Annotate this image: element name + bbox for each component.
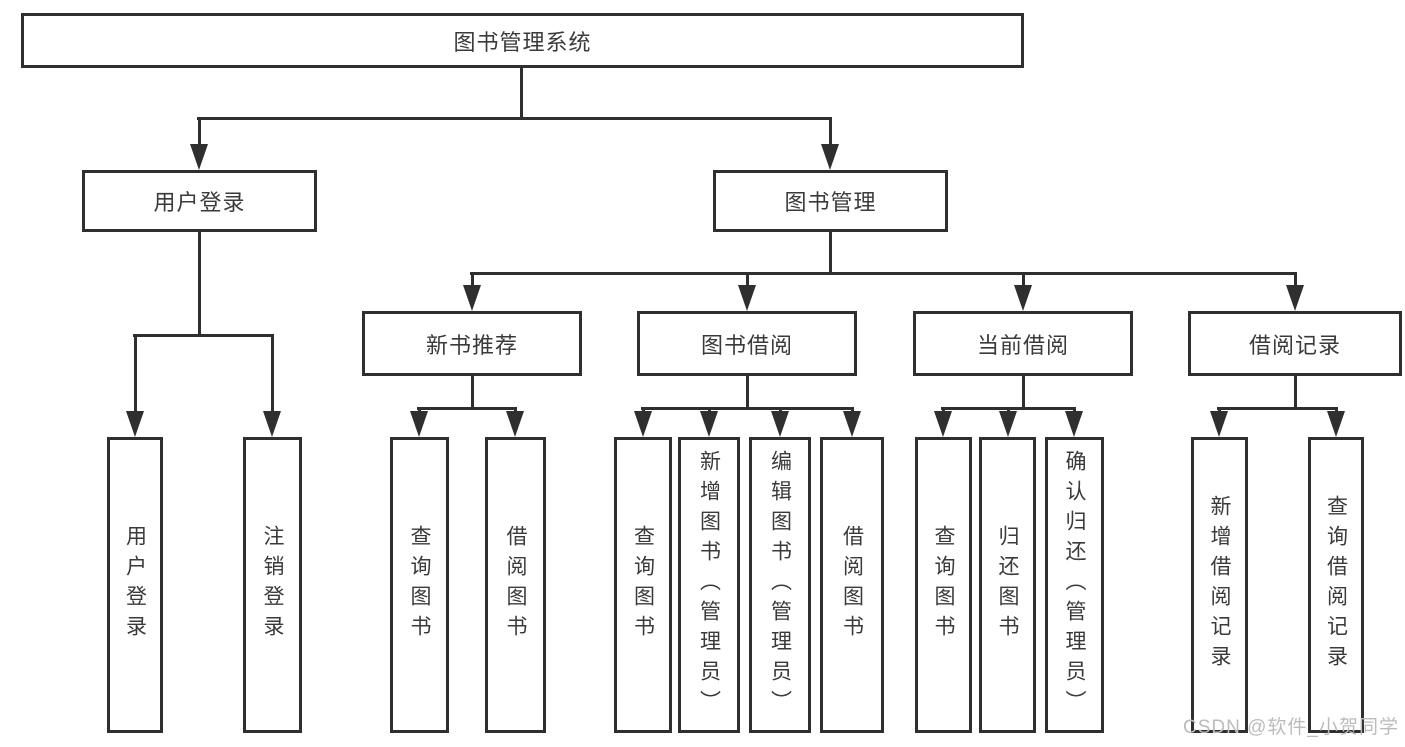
arrowhead-down-icon [1014, 285, 1032, 311]
node-leaf-query-book-3-label: 查询图书 [932, 525, 955, 645]
node-leaf-return-book-label: 归还图书 [996, 525, 1019, 645]
arrowhead-down-icon [190, 144, 208, 170]
arrowhead-down-icon [1065, 411, 1083, 437]
arrowhead-down-icon [771, 411, 789, 437]
node-book-mgmt-label: 图书管理 [784, 190, 877, 215]
arrowhead-down-icon [1286, 285, 1304, 311]
connector-line [1022, 273, 1025, 287]
node-leaf-query-book-1-label: 查询图书 [408, 525, 431, 645]
arrowhead-down-icon [934, 411, 952, 437]
connector-line [471, 376, 474, 408]
node-leaf-add-borrow-record-label: 新增借阅记录 [1208, 495, 1231, 675]
connector-line [471, 273, 474, 287]
arrowhead-down-icon [410, 411, 428, 437]
connector-line [198, 118, 201, 148]
connector-line [134, 335, 137, 411]
node-book-borrow: 图书借阅 [637, 311, 857, 376]
arrowhead-down-icon [1210, 411, 1228, 437]
node-leaf-logout-label: 注销登录 [261, 525, 284, 645]
arrowhead-down-icon [263, 411, 281, 437]
connector-line [470, 272, 1297, 275]
node-user-login-label: 用户登录 [153, 190, 246, 215]
node-leaf-add-borrow-record: 新增借阅记录 [1191, 437, 1248, 733]
connector-line [197, 117, 832, 120]
node-leaf-borrow-book-1-label: 借阅图书 [504, 525, 527, 645]
node-user-login: 用户登录 [82, 170, 317, 232]
watermark-text: CSDN @软件_小贺同学 [1183, 717, 1399, 738]
node-leaf-query-borrow-record-label: 查询借阅记录 [1324, 495, 1348, 675]
arrowhead-down-icon [843, 411, 861, 437]
node-new-book-rec-label: 新书推荐 [425, 332, 518, 358]
node-current-borrow: 当前借阅 [913, 311, 1133, 376]
node-leaf-user-login-label: 用户登录 [123, 525, 147, 645]
node-leaf-query-borrow-record: 查询借阅记录 [1308, 437, 1364, 733]
arrowhead-down-icon [634, 411, 652, 437]
connector-line [746, 376, 749, 408]
arrowhead-down-icon [700, 411, 718, 437]
arrowhead-down-icon [821, 144, 839, 170]
node-root-label: 图书管理系统 [453, 29, 592, 55]
node-new-book-rec: 新书推荐 [362, 311, 582, 376]
node-leaf-confirm-return: 确认归还（管理员） [1045, 437, 1104, 733]
connector-line [417, 407, 517, 410]
arrowhead-down-icon [126, 411, 144, 437]
connector-line [829, 118, 832, 148]
node-leaf-add-book: 新增图书（管理员） [678, 437, 740, 733]
connector-line [1294, 273, 1297, 287]
connector-line [198, 232, 201, 335]
arrowhead-down-icon [506, 411, 524, 437]
node-leaf-query-book-1: 查询图书 [390, 437, 449, 733]
connector-line [746, 273, 749, 287]
connector-line [520, 68, 523, 118]
connector-line [641, 407, 854, 410]
node-leaf-borrow-book-2: 借阅图书 [820, 437, 884, 733]
connector-line [1294, 376, 1297, 408]
connector-line [133, 334, 274, 337]
node-leaf-query-book-2: 查询图书 [614, 437, 672, 733]
connector-line [1217, 407, 1338, 410]
node-book-borrow-label: 图书借阅 [700, 332, 793, 358]
node-leaf-borrow-book-1: 借阅图书 [485, 437, 546, 733]
arrowhead-down-icon [1327, 411, 1345, 437]
arrowhead-down-icon [463, 285, 481, 311]
connector-line [829, 232, 832, 273]
node-current-borrow-label: 当前借阅 [976, 332, 1069, 358]
node-leaf-edit-book: 编辑图书（管理员） [749, 437, 811, 733]
node-leaf-logout: 注销登录 [243, 437, 302, 733]
node-leaf-query-book-3: 查询图书 [915, 437, 972, 733]
node-leaf-user-login: 用户登录 [107, 437, 163, 733]
connector-line [1022, 376, 1025, 408]
node-leaf-confirm-return-label: 确认归还（管理员） [1063, 450, 1086, 720]
node-leaf-add-book-label: 新增图书（管理员） [697, 450, 721, 720]
connector-line [271, 335, 274, 411]
node-book-mgmt: 图书管理 [713, 170, 948, 232]
arrowhead-down-icon [738, 285, 756, 311]
node-leaf-edit-book-label: 编辑图书（管理员） [768, 450, 792, 720]
node-leaf-borrow-book-2-label: 借阅图书 [840, 525, 864, 645]
node-root: 图书管理系统 [21, 13, 1024, 68]
node-leaf-return-book: 归还图书 [979, 437, 1036, 733]
node-borrow-records-label: 借阅记录 [1248, 332, 1341, 358]
node-leaf-query-book-2-label: 查询图书 [631, 525, 655, 645]
arrowhead-down-icon [999, 411, 1017, 437]
node-borrow-records: 借阅记录 [1188, 311, 1402, 376]
